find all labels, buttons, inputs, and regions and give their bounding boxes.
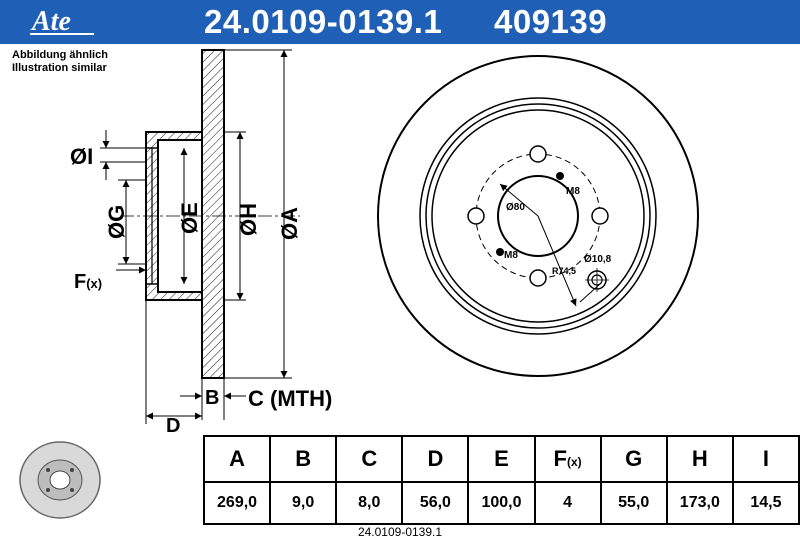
part-number: 24.0109-0139.1 — [204, 3, 443, 40]
value-g: 55,0 — [599, 481, 668, 525]
label-radius: R74,5 — [552, 266, 576, 276]
label-dia-i: ØI — [70, 144, 93, 169]
header-h: H — [665, 435, 734, 483]
label-b: B — [205, 387, 219, 409]
header-g: G — [599, 435, 668, 483]
header-e: E — [467, 435, 536, 483]
value-e: 100,0 — [467, 481, 536, 525]
dimension-table: A B C D E F(x) G H I 269,0 9,0 8,0 56,0 … — [202, 435, 800, 525]
header-b: B — [269, 435, 338, 483]
value-b: 9,0 — [269, 481, 338, 525]
ate-logo-icon: Ate — [30, 6, 94, 37]
svg-text:Ate: Ate — [30, 6, 71, 37]
technical-drawing: ØI ØG ØE ØH ØA F(x) B C (MTH) D — [70, 49, 699, 434]
label-dia-e: ØE — [177, 202, 202, 234]
value-h: 173,0 — [665, 481, 734, 525]
label-f: F(x) — [74, 271, 102, 293]
header-d: D — [401, 435, 470, 483]
value-f: 4 — [533, 481, 602, 525]
table-value-row: 269,0 9,0 8,0 56,0 100,0 4 55,0 173,0 14… — [202, 481, 800, 525]
header-a: A — [202, 435, 272, 483]
front-view: Ø80 M8 M8 R74,5 Ø10,8 — [377, 55, 699, 377]
header-bar: Ate 24.0109-0139.1 409139 — [0, 0, 800, 44]
label-thread-bottom: M8 — [504, 250, 518, 261]
table-header-row: A B C D E F(x) G H I — [202, 435, 800, 483]
disc-thumbnail-icon — [19, 441, 101, 519]
label-thread-top: M8 — [566, 186, 580, 197]
label-dia-h: ØH — [236, 203, 261, 236]
label-hole: Ø10,8 — [584, 254, 612, 265]
label-pcd: Ø80 — [506, 202, 525, 213]
value-c: 8,0 — [335, 481, 404, 525]
header-i: I — [731, 435, 800, 483]
note-german: Abbildung ähnlich — [12, 49, 108, 61]
value-d: 56,0 — [401, 481, 470, 525]
reference-number: 409139 — [494, 3, 608, 40]
note-english: Illustration similar — [12, 62, 107, 74]
footer-part-number: 24.0109-0139.1 — [357, 525, 443, 539]
label-d: D — [166, 415, 180, 434]
value-i: 14,5 — [731, 481, 800, 525]
cross-section-view: ØI ØG ØE ØH ØA F(x) B C (MTH) D — [70, 49, 332, 434]
value-a: 269,0 — [202, 481, 272, 525]
friction-ring-section — [201, 49, 225, 379]
label-dia-g: ØG — [104, 205, 129, 239]
header-c: C — [335, 435, 404, 483]
label-c-mth: C (MTH) — [248, 386, 332, 411]
header-f: F(x) — [533, 435, 602, 483]
label-dia-a: ØA — [277, 207, 302, 240]
